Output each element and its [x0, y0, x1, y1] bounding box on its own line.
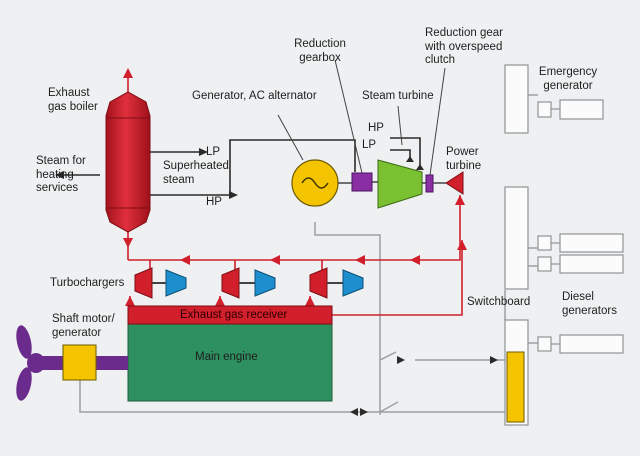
collector-arrow-4	[410, 255, 420, 265]
superheated-steam-label: Superheated steam	[163, 160, 229, 186]
turbocharger-3	[309, 267, 364, 299]
main-engine	[127, 323, 333, 402]
collector-arrow-2	[270, 255, 280, 265]
turbochargers	[134, 267, 364, 299]
reduction-gear-clutch	[425, 67, 446, 193]
turbine-lp-arrow	[406, 156, 414, 162]
exhaust-gas-boiler	[105, 91, 151, 233]
collector-arrow-1	[180, 255, 190, 265]
propeller	[16, 325, 45, 401]
lp-arrow	[199, 148, 208, 156]
generator-ac-label: Generator, AC alternator	[192, 90, 317, 102]
switchboard-bar	[506, 351, 525, 423]
turbine-lp-label: LP	[362, 139, 377, 151]
lp-label: LP	[206, 146, 221, 158]
switch-1	[379, 351, 397, 361]
generator-to-bottom-line	[314, 222, 381, 415]
exhaust-gas-boiler-label: Exhaust gas boiler	[48, 87, 98, 113]
turbocharger-2	[221, 267, 276, 299]
steam-turbine-label: Steam turbine	[362, 90, 434, 102]
steam-turbine	[372, 105, 426, 209]
boiler-down-arrow	[123, 238, 133, 248]
reduction-gearbox-label: Reduction gearbox	[294, 38, 346, 64]
receiver-arrow-1	[125, 296, 135, 306]
stack-arrow	[123, 68, 133, 78]
hp-steam-line	[150, 139, 356, 196]
bottom-line-arrows	[350, 356, 498, 416]
turbine-lp-feed	[390, 149, 411, 162]
exhaust-gas-receiver-label: Exhaust gas receiver	[180, 309, 288, 321]
exhaust-collector	[128, 195, 461, 261]
main-engine-label: Main engine	[195, 351, 258, 363]
hp-label: HP	[206, 196, 222, 208]
emergency-generator-label: Emergency generator	[538, 66, 598, 92]
exhaust-arrows	[123, 68, 467, 306]
turbochargers-label: Turbochargers	[50, 277, 125, 289]
generator-couplings	[528, 94, 538, 344]
emergency-generator	[504, 64, 604, 134]
diesel-generators-label: Diesel generators	[562, 291, 617, 317]
steam-for-heating-label: Steam for heating services	[36, 155, 86, 194]
receiver-arrow-3	[305, 296, 315, 306]
power-turbine-up-arrow	[455, 195, 465, 205]
reduction-gear-clutch-label: Reduction gear with overspeed clutch	[425, 27, 503, 66]
exhaust-gas-receiver	[127, 305, 333, 325]
hp-arrow	[229, 191, 238, 199]
reduction-gearbox	[334, 59, 373, 192]
receiver-to-power-turbine	[332, 240, 463, 316]
power-turbine	[445, 171, 464, 195]
switch-2	[379, 401, 399, 413]
turbine-hp-label: HP	[368, 122, 384, 134]
power-turbine-label: Power turbine	[446, 146, 482, 172]
receiver-up-arrow	[457, 240, 467, 250]
ac-alternator	[277, 114, 352, 207]
turbo-exhaust-drops	[149, 260, 323, 270]
collector-arrow-3	[355, 255, 365, 265]
receiver-arrow-2	[215, 296, 225, 306]
steam-lines	[55, 137, 424, 199]
turbine-hp-arrow	[416, 164, 424, 170]
heating-arrow	[55, 171, 64, 179]
shaft-motor-generator-label: Shaft motor/ generator	[52, 313, 115, 339]
shaft-motor-generator	[62, 344, 97, 381]
turbine-hp-feed	[390, 137, 421, 170]
turbocharger-1	[134, 267, 187, 299]
switchboard-label: Switchboard	[467, 296, 531, 308]
